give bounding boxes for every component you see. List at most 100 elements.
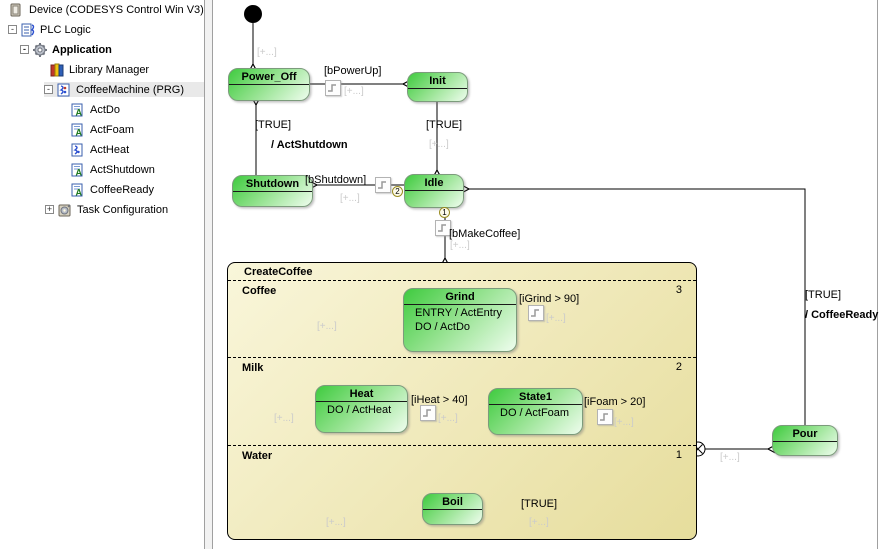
state-power-off[interactable]: Power_Off <box>228 68 310 101</box>
region-priority-number: 2 <box>675 361 682 373</box>
state-title: Grind <box>404 289 516 305</box>
tree-item-actheat[interactable]: ActHeat <box>0 142 204 157</box>
action-label[interactable]: / ActShutdown <box>271 139 348 151</box>
add-element-placeholder[interactable]: [+...] <box>438 413 458 424</box>
guard-label[interactable]: [TRUE] <box>426 119 463 131</box>
guard-label[interactable]: [TRUE] <box>805 289 842 301</box>
action-icon: A <box>71 163 86 177</box>
state-shutdown[interactable]: Shutdown <box>232 175 313 207</box>
application-gear-icon <box>33 42 48 57</box>
tree-item-application[interactable]: - Application <box>0 42 204 57</box>
tree-item-label: ActDo <box>90 103 120 116</box>
tree-item-label: ActFoam <box>90 123 135 136</box>
state-do-action: DO / ActFoam <box>500 407 570 419</box>
tree-item-task-configuration[interactable]: + Task Configuration <box>0 202 204 217</box>
device-icon <box>10 3 25 17</box>
tree-item-coffeemachine-prg[interactable]: - CoffeeMachine (PRG) <box>0 82 204 97</box>
guard-label[interactable]: [bPowerUp] <box>324 65 382 77</box>
state-init[interactable]: Init <box>407 72 468 102</box>
state-grind[interactable]: Grind ENTRY / ActEntry DO / ActDo <box>403 288 517 352</box>
tree-item-library-manager[interactable]: Library Manager <box>0 62 204 77</box>
tree-item-label: ActHeat <box>90 143 130 156</box>
uml-statechart-canvas[interactable]: CreateCoffee Coffee 3 Milk 2 Water 1 Pow… <box>213 0 879 549</box>
tree-item-actfoam[interactable]: A ActFoam <box>0 122 204 137</box>
composite-title: CreateCoffee <box>228 263 696 281</box>
edge-trigger-icon[interactable] <box>375 177 391 193</box>
edge-trigger-icon[interactable] <box>528 305 544 321</box>
guard-label[interactable]: [TRUE] <box>521 498 558 510</box>
tree-item-actshutdown[interactable]: A ActShutdown <box>0 162 204 177</box>
pou-icon <box>57 83 72 97</box>
add-element-placeholder[interactable]: [+...] <box>340 193 360 204</box>
region-label: Milk <box>242 362 264 374</box>
guard-label[interactable]: [iHeat > 40] <box>411 394 468 406</box>
state-title: Power_Off <box>229 69 309 85</box>
svg-text:A: A <box>76 187 83 197</box>
tree-item-actdo[interactable]: A ActDo <box>0 102 204 117</box>
state-do-action: DO / ActHeat <box>327 404 392 416</box>
action-label[interactable]: / CoffeeReady <box>805 309 879 321</box>
region-coffee[interactable]: Coffee 3 <box>228 281 696 358</box>
state-title: Shutdown <box>233 176 312 192</box>
add-element-placeholder[interactable]: [+...] <box>429 139 449 150</box>
action-icon: A <box>71 103 86 117</box>
tree-item-label: Application <box>52 43 112 56</box>
edge-trigger-icon[interactable] <box>420 405 436 421</box>
pou-method-icon <box>71 143 86 157</box>
tree-item-label: ActShutdown <box>90 163 155 176</box>
region-milk[interactable]: Milk 2 <box>228 358 696 446</box>
device-tree-panel: Device (CODESYS Control Win V3) - PLC Lo… <box>0 0 204 549</box>
collapse-expander-icon[interactable]: - <box>8 25 17 34</box>
tree-item-plc-logic[interactable]: - PLC Logic <box>0 22 204 37</box>
state-do-action: DO / ActDo <box>415 321 471 333</box>
edge-trigger-icon[interactable] <box>325 80 341 96</box>
region-label: Coffee <box>242 285 277 297</box>
collapse-expander-icon[interactable]: - <box>20 45 29 54</box>
add-element-placeholder[interactable]: [+...] <box>317 321 337 332</box>
guard-label[interactable]: [TRUE] <box>255 119 292 131</box>
svg-text:A: A <box>76 107 83 117</box>
initial-state-dot[interactable] <box>244 5 262 23</box>
state-idle[interactable]: Idle <box>404 174 464 208</box>
add-element-placeholder[interactable]: [+...] <box>720 452 740 463</box>
guard-label[interactable]: [bShutdown] <box>305 174 367 186</box>
action-icon: A <box>71 183 86 197</box>
state-title: Init <box>408 73 467 89</box>
guard-label[interactable]: [iFoam > 20] <box>584 396 646 408</box>
tree-item-device[interactable]: Device (CODESYS Control Win V3) <box>0 2 204 17</box>
tree-item-label: CoffeeReady <box>90 183 155 196</box>
panel-splitter[interactable] <box>204 0 213 549</box>
transition-pour-idle[interactable] <box>461 184 806 425</box>
state-heat[interactable]: Heat DO / ActHeat <box>315 385 408 433</box>
state-title: Boil <box>423 494 482 510</box>
tree-item-label: Library Manager <box>69 63 150 76</box>
add-element-placeholder[interactable]: [+...] <box>529 517 549 528</box>
state-entry-action: ENTRY / ActEntry <box>415 307 503 319</box>
add-element-placeholder[interactable]: [+...] <box>614 417 634 428</box>
region-priority-number: 3 <box>675 284 682 296</box>
state-boil[interactable]: Boil <box>422 493 483 525</box>
add-element-placeholder[interactable]: [+...] <box>274 413 294 424</box>
tree-item-label: Task Configuration <box>77 203 169 216</box>
library-manager-icon <box>50 63 65 77</box>
state-pour[interactable]: Pour <box>772 425 838 456</box>
add-element-placeholder[interactable]: [+...] <box>326 517 346 528</box>
add-element-placeholder[interactable]: [+...] <box>257 47 277 58</box>
guard-label[interactable]: [iGrind > 90] <box>519 293 580 305</box>
svg-text:A: A <box>76 167 83 177</box>
tree-item-label: PLC Logic <box>40 23 91 36</box>
window-right-border <box>877 0 878 549</box>
add-element-placeholder[interactable]: [+...] <box>450 240 470 251</box>
transition-priority-badge: 1 <box>439 207 450 218</box>
tree-item-label: Device (CODESYS Control Win V3) <box>29 3 204 16</box>
add-element-placeholder[interactable]: [+...] <box>344 86 364 97</box>
collapse-expander-icon[interactable]: - <box>44 85 53 94</box>
expand-expander-icon[interactable]: + <box>45 204 54 214</box>
edge-trigger-icon[interactable] <box>597 409 613 425</box>
guard-label[interactable]: [bMakeCoffee] <box>449 228 521 240</box>
edge-trigger-icon[interactable] <box>435 220 451 236</box>
region-water[interactable]: Water 1 <box>228 446 696 540</box>
tree-item-coffeeready[interactable]: A CoffeeReady <box>0 182 204 197</box>
add-element-placeholder[interactable]: [+...] <box>546 313 566 324</box>
state-state1[interactable]: State1 DO / ActFoam <box>488 388 583 435</box>
